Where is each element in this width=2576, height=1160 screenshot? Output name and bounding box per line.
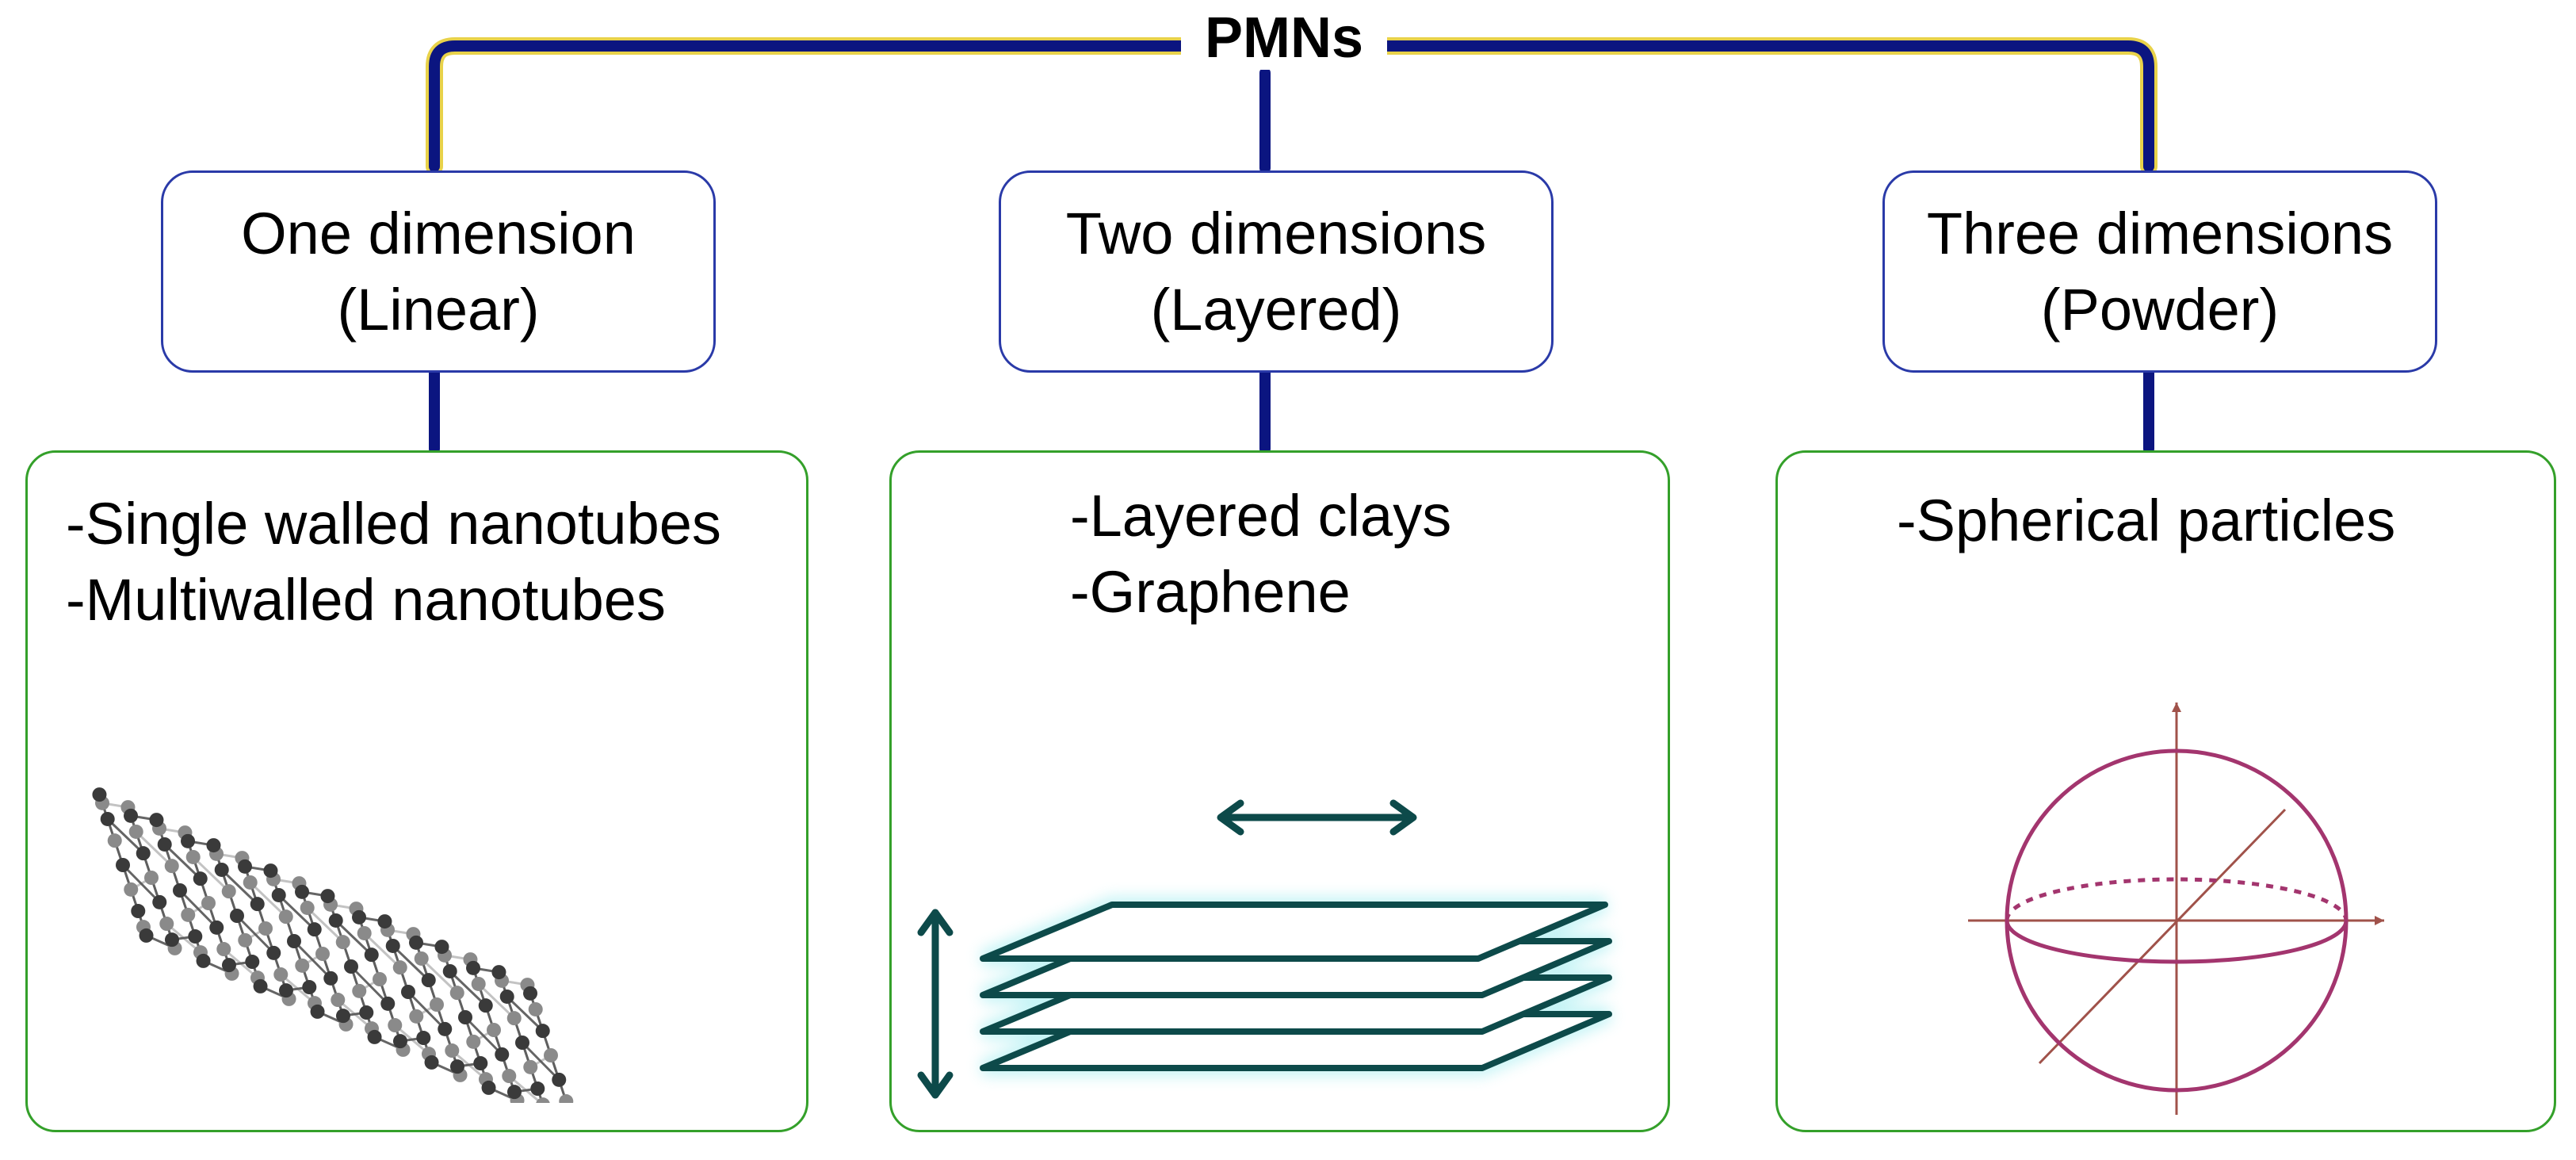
example-list: -Spherical particles <box>1897 483 2395 559</box>
category-two-dimensions: Two dimensions (Layered) <box>999 170 1554 373</box>
example-item: -Single walled nanotubes <box>66 491 721 557</box>
examples-two-dimensions: -Layered clays -Graphene <box>889 450 1670 1132</box>
example-list: -Single walled nanotubes -Multiwalled na… <box>66 486 721 638</box>
category-subtitle: (Layered) <box>1150 276 1402 343</box>
example-item: -Layered clays <box>1070 483 1452 549</box>
category-one-dimension: One dimension (Linear) <box>161 170 716 373</box>
root-title: PMNs <box>1181 6 1387 70</box>
category-title: Three dimensions <box>1926 200 2394 266</box>
examples-one-dimension: -Single walled nanotubes -Multiwalled na… <box>25 450 808 1132</box>
example-list: -Layered clays -Graphene <box>1070 478 1451 630</box>
example-item: -Spherical particles <box>1897 488 2396 553</box>
sphere-axes-icon <box>1968 703 2384 1115</box>
stacked-layers-icon <box>917 799 1612 1099</box>
examples-three-dimensions: -Spherical particles <box>1775 450 2556 1132</box>
category-three-dimensions: Three dimensions (Powder) <box>1882 170 2437 373</box>
example-item: -Graphene <box>1070 559 1351 625</box>
category-subtitle: (Linear) <box>337 276 540 343</box>
category-title: One dimension <box>241 200 636 266</box>
carbon-nanotube-icon <box>92 787 574 1103</box>
category-subtitle: (Powder) <box>2040 276 2280 343</box>
example-item: -Multiwalled nanotubes <box>66 567 666 633</box>
category-title: Two dimensions <box>1065 200 1487 266</box>
